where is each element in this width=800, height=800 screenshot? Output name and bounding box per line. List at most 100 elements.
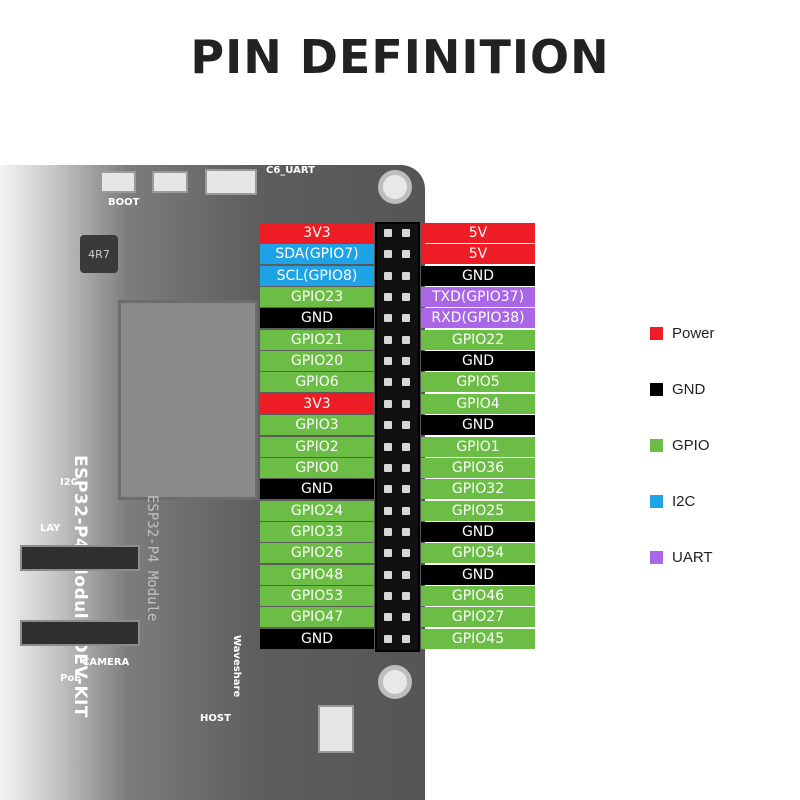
pin-label-right: GND <box>421 564 535 585</box>
pin-label-left: GND <box>260 628 374 649</box>
pin-label-right: GND <box>421 351 535 372</box>
header-pin <box>384 357 392 366</box>
header-pin <box>384 229 392 237</box>
pin-label-right: GPIO4 <box>421 393 535 414</box>
pin-label-left: GPIO47 <box>260 607 374 628</box>
pin-label-right: GPIO54 <box>421 543 535 564</box>
connector-2pin <box>152 171 188 193</box>
pin-label-left: GPIO33 <box>260 521 374 542</box>
pin-label-right: GND <box>421 265 535 286</box>
pin-label-right: GPIO32 <box>421 479 535 500</box>
pin-label-right: GPIO45 <box>421 628 535 649</box>
header-pin <box>402 591 410 600</box>
silk-host: HOST <box>200 713 231 724</box>
esp32-p4-module <box>118 300 258 500</box>
header-pin <box>402 399 410 408</box>
header-pin <box>384 613 392 622</box>
c6-uart-connector <box>205 169 257 195</box>
header-pin <box>402 271 410 280</box>
legend-label: GPIO <box>672 437 710 454</box>
header-pin <box>402 250 410 259</box>
page-title: PIN DEFINITION <box>190 30 610 84</box>
module-label: ESP32-P4 Module <box>144 495 160 622</box>
header-pin <box>384 506 392 515</box>
pin-label-right: GPIO27 <box>421 607 535 628</box>
header-pin <box>402 293 410 302</box>
silk-poe: PoE <box>60 673 82 684</box>
header-pin <box>402 485 410 494</box>
header-pin <box>402 634 410 643</box>
pin-label-right: GPIO1 <box>421 436 535 457</box>
pin-label-left: GPIO23 <box>260 287 374 308</box>
header-pin <box>384 549 392 558</box>
pin-label-left: GPIO48 <box>260 564 374 585</box>
pin-label-left: GPIO24 <box>260 500 374 521</box>
pin-label-right: GND <box>421 415 535 436</box>
legend-swatch <box>650 327 663 340</box>
legend-swatch <box>650 439 663 452</box>
header-pin <box>402 506 410 515</box>
header-pin <box>402 613 410 622</box>
header-pin <box>402 549 410 558</box>
header-pin <box>384 442 392 451</box>
pin-label-right: GPIO25 <box>421 500 535 521</box>
silk-lay: LAY <box>40 523 61 534</box>
header-pin <box>384 335 392 344</box>
header-pin <box>384 591 392 600</box>
header-pin <box>384 250 392 259</box>
header-pin <box>402 314 410 323</box>
legend-label: I2C <box>672 493 696 510</box>
silk-camera: CAMERA <box>82 657 130 668</box>
silk-i2c: I2C <box>60 477 79 488</box>
pin-label-left: GPIO21 <box>260 329 374 350</box>
pin-label-left: 3V3 <box>260 393 374 414</box>
pin-label-left: 3V3 <box>260 223 374 243</box>
display-connector <box>20 545 140 571</box>
header-pin <box>402 335 410 344</box>
header-pin <box>384 314 392 323</box>
legend-label: GND <box>672 381 706 398</box>
header-pin <box>384 399 392 408</box>
pin-label-right: GPIO36 <box>421 457 535 478</box>
boot-button <box>100 171 136 193</box>
silk-boot: BOOT <box>108 197 140 208</box>
header-pin <box>384 527 392 536</box>
pin-label-right: 5V <box>421 223 535 243</box>
pin-label-left: GPIO0 <box>260 457 374 478</box>
pin-label-right: GPIO46 <box>421 585 535 606</box>
pin-label-left: GPIO53 <box>260 585 374 606</box>
pin-label-left: GPIO20 <box>260 351 374 372</box>
pin-label-left: SDA(GPIO7) <box>260 244 374 265</box>
header-pin <box>402 357 410 366</box>
header-pin <box>402 527 410 536</box>
mounting-hole <box>378 170 412 204</box>
header-pin <box>402 421 410 430</box>
pin-header-2x20 <box>375 222 420 652</box>
legend-label: UART <box>672 549 713 566</box>
pin-label-left: GPIO2 <box>260 436 374 457</box>
pin-label-left: GND <box>260 479 374 500</box>
speaker-connector <box>318 705 354 753</box>
silk-c6-uart: C6_UART <box>266 165 315 176</box>
legend-label: Power <box>672 325 715 342</box>
pin-label-left: GND <box>260 308 374 329</box>
header-pin <box>402 442 410 451</box>
header-pin <box>402 229 410 237</box>
inductor: 4R7 <box>80 235 118 273</box>
header-pin <box>384 570 392 579</box>
pin-label-right: 5V <box>421 244 535 265</box>
header-pin <box>402 378 410 387</box>
header-pin <box>384 634 392 643</box>
silk-waveshare: Waveshare <box>231 635 242 698</box>
pin-label-left: GPIO3 <box>260 415 374 436</box>
camera-connector <box>20 620 140 646</box>
mounting-hole <box>378 665 412 699</box>
pin-label-right: RXD(GPIO38) <box>421 308 535 329</box>
pin-label-right: TXD(GPIO37) <box>421 287 535 308</box>
legend-swatch <box>650 551 663 564</box>
pin-label-left: GPIO26 <box>260 543 374 564</box>
pin-label-right: GPIO5 <box>421 372 535 393</box>
legend-swatch <box>650 495 663 508</box>
header-pin <box>384 378 392 387</box>
header-pin <box>402 463 410 472</box>
